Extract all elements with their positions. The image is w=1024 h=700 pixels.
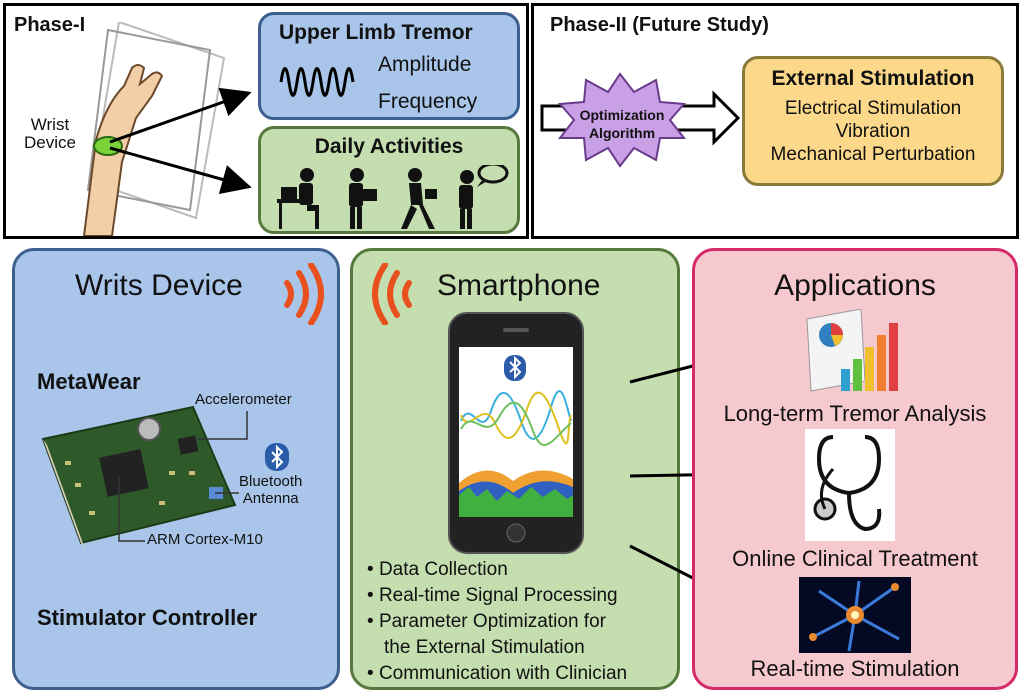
phone-call-icon: [459, 165, 509, 229]
activities-icons: [277, 165, 509, 229]
wrist-label-line1: Wrist: [30, 115, 70, 134]
board-leader-lines: [118, 411, 248, 542]
arrow-to-tremor: [109, 87, 252, 144]
neuron-icon: [799, 577, 911, 653]
stethoscope-icon: [805, 429, 895, 541]
tremor-title: Upper Limb Tremor: [279, 21, 473, 44]
wrist-arrows: [109, 87, 252, 194]
accelerometer-label: Accelerometer: [195, 391, 292, 408]
tremor-box: Upper Limb Tremor Amplitude Frequency: [258, 12, 520, 120]
bluetooth-line1: Bluetooth: [239, 473, 303, 490]
walking-icon: [401, 168, 437, 229]
bar-chart-icon: [806, 309, 898, 392]
bullet-parameter-optimization: Parameter Optimization for: [378, 611, 606, 632]
arrow-to-daily: [109, 146, 252, 194]
phase-1-panel: Phase-I Wrist Device Upper Limb Tremor A…: [3, 3, 529, 239]
cpu-label: ARM Cortex-M10: [147, 531, 263, 548]
bluetooth-icon: [265, 443, 289, 471]
applications-panel: Applications Long-term Tremor Analysis O…: [692, 248, 1018, 690]
applications-title: Applications: [774, 269, 936, 302]
bullet-data-collection: Data Collection: [378, 559, 508, 580]
phase-1-title: Phase-I: [14, 14, 86, 36]
optimization-star-icon: [557, 72, 687, 168]
optimization-label: Optimization Algorithm: [562, 106, 682, 142]
metawear-label: MetaWear: [37, 369, 141, 394]
stimulator-controller-label: Stimulator Controller: [37, 605, 258, 630]
app-tremor-analysis: Long-term Tremor Analysis: [723, 401, 987, 426]
daily-activities-box: Daily Activities: [258, 126, 520, 234]
bluetooth-antenna-label: Bluetooth Antenna: [239, 473, 302, 507]
smartphone-panel: Smartphone • Data Collection • Real-time…: [350, 248, 680, 690]
wrist-label-line2: Device: [24, 133, 76, 152]
external-item-2: Mechanical Perturbation: [770, 144, 976, 165]
external-item-1: Vibration: [835, 121, 911, 142]
bullet-item: • Real-time Signal Processing: [367, 585, 618, 606]
bullet-item: • Parameter Optimization for: [367, 611, 606, 632]
app-realtime-stimulation: Real-time Stimulation: [750, 656, 960, 681]
optimization-line1: Optimization: [579, 107, 665, 123]
bullet-item: • Data Collection: [367, 559, 508, 580]
tremor-wave-icon: [279, 67, 355, 97]
bullet-item: • Communication with Clinician: [367, 663, 628, 684]
phase-2-title: Phase-II (Future Study): [550, 14, 769, 36]
external-stimulation-title: External Stimulation: [771, 67, 975, 90]
bullet-external-stimulation: the External Stimulation: [384, 637, 585, 658]
tremor-frequency: Frequency: [378, 90, 478, 113]
optimization-line2: Algorithm: [588, 125, 656, 141]
bullet-communication: Communication with Clinician: [378, 663, 628, 684]
smartphone-title: Smartphone: [437, 269, 601, 302]
carry-box-icon: [349, 168, 377, 229]
phase-2-panel: Phase-II (Future Study) Optimization Alg…: [531, 3, 1019, 239]
daily-activities-title: Daily Activities: [314, 135, 464, 158]
device-title: Writs Device: [75, 269, 243, 302]
bullet-item-continued: the External Stimulation: [367, 635, 627, 661]
wireless-signal-icon: [284, 263, 324, 325]
smartphone-image: [448, 312, 584, 554]
external-item-0: Electrical Stimulation: [784, 98, 962, 119]
wireless-signal-icon-left: [372, 263, 412, 325]
wrist-device-label: Wrist Device: [24, 116, 76, 152]
bullet-signal-processing: Real-time Signal Processing: [378, 585, 618, 606]
smartphone-bullets: • Data Collection • Real-time Signal Pro…: [367, 557, 627, 687]
optimization-flow: [540, 72, 741, 168]
tremor-amplitude: Amplitude: [378, 53, 472, 76]
desk-worker-icon: [277, 168, 319, 229]
external-stimulation-box: External Stimulation Electrical Stimulat…: [742, 56, 1004, 186]
app-clinical-treatment: Online Clinical Treatment: [732, 546, 978, 571]
circuit-board-image: [41, 405, 237, 549]
device-panel: Writs Device MetaWear Accelerometer Blue…: [12, 248, 340, 690]
bluetooth-line2: Antenna: [242, 490, 299, 507]
